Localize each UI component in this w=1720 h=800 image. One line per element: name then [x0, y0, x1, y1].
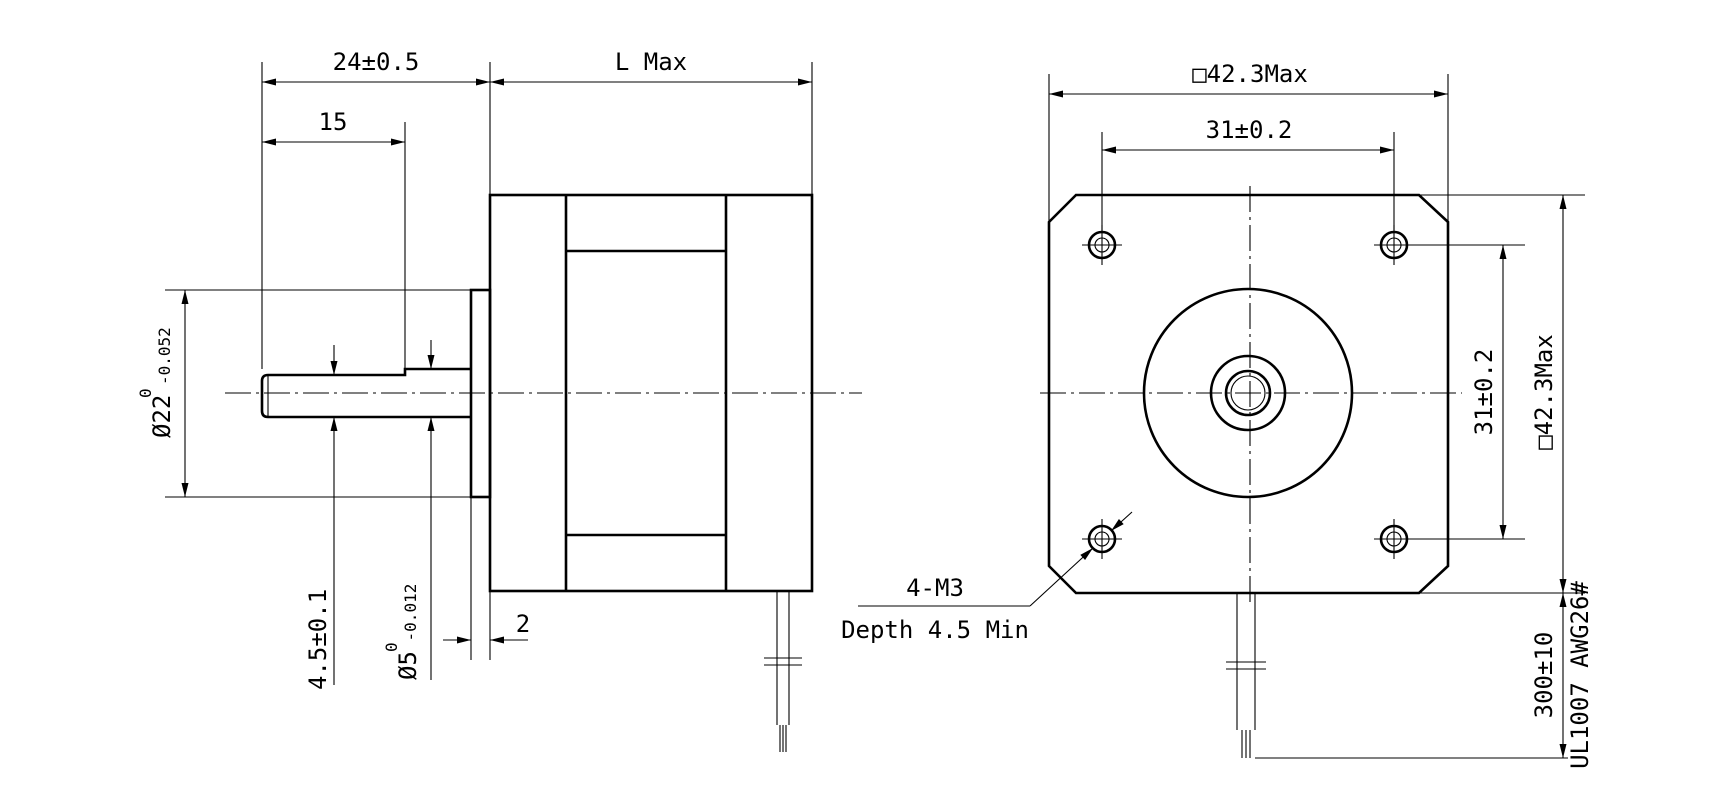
label-mount-holes: 4-M3 — [906, 574, 964, 602]
dim-lead-length: 300±10 UL1007 AWG26# — [1530, 581, 1594, 769]
dim-hole-spacing-h: 31±0.2 — [1102, 116, 1394, 154]
label-shaft-diameter-upper: 0 — [382, 642, 401, 652]
front-boss — [1142, 287, 1354, 499]
label-flat-depth: 4.5±0.1 — [304, 589, 332, 690]
front-shaft-outer — [1209, 354, 1287, 432]
dim-shaft-total: 24±0.5 — [262, 48, 490, 86]
label-hole-depth: Depth 4.5 Min — [841, 616, 1029, 644]
label-boss-diameter-upper: 0 — [136, 388, 155, 398]
label-hole-spacing-v: 31±0.2 — [1470, 349, 1498, 436]
dim-hole-spacing-v: 31±0.2 — [1470, 245, 1507, 539]
front-lead-wire — [1226, 593, 1266, 758]
label-shaft-diameter-lower: -0.012 — [401, 584, 420, 642]
label-boss-diameter-lower: -0.052 — [155, 327, 174, 385]
label-body-length: L Max — [615, 48, 687, 76]
label-flange-width: □42.3Max — [1192, 60, 1308, 88]
dim-boss-diameter: Ø22 -0.052 0 — [136, 290, 189, 497]
dim-shaft-diameter: Ø5 -0.012 0 — [382, 340, 435, 680]
svg-text:Ø22 -0.052: Ø22 -0.052 — [148, 327, 176, 438]
side-view: 24±0.5 L Max 15 Ø22 -0.052 0 — [136, 48, 862, 752]
label-shaft-total: 24±0.5 — [333, 48, 420, 76]
dim-flat-depth: 4.5±0.1 — [304, 345, 338, 690]
front-view: □42.3Max 31±0.2 31±0.2 □42.3Max — [841, 60, 1594, 769]
label-lead-length: 300±10 — [1530, 632, 1558, 719]
label-shaft-diameter: Ø5 — [394, 651, 422, 680]
dim-boss-height: 2 — [443, 610, 530, 644]
label-flange-height: □42.3Max — [1530, 334, 1558, 450]
front-shaft-inner — [1224, 369, 1272, 417]
label-boss-diameter: Ø22 — [148, 395, 176, 438]
svg-text:Ø5 -0.012: Ø5 -0.012 — [394, 584, 422, 680]
label-hole-spacing-h: 31±0.2 — [1206, 116, 1293, 144]
dim-flange-height: □42.3Max — [1530, 195, 1567, 593]
label-lead-wire-spec: UL1007 AWG26# — [1566, 581, 1594, 769]
label-flat-length: 15 — [319, 108, 348, 136]
label-boss-height: 2 — [516, 610, 530, 638]
side-lead-wire — [764, 591, 802, 752]
callout-mount-holes: 4-M3 Depth 4.5 Min — [841, 511, 1133, 644]
dim-flat-length: 15 — [262, 108, 405, 146]
dim-flange-width: □42.3Max — [1049, 60, 1448, 98]
mount-hole-bl — [1082, 519, 1122, 559]
dim-body-length: L Max — [490, 48, 812, 86]
